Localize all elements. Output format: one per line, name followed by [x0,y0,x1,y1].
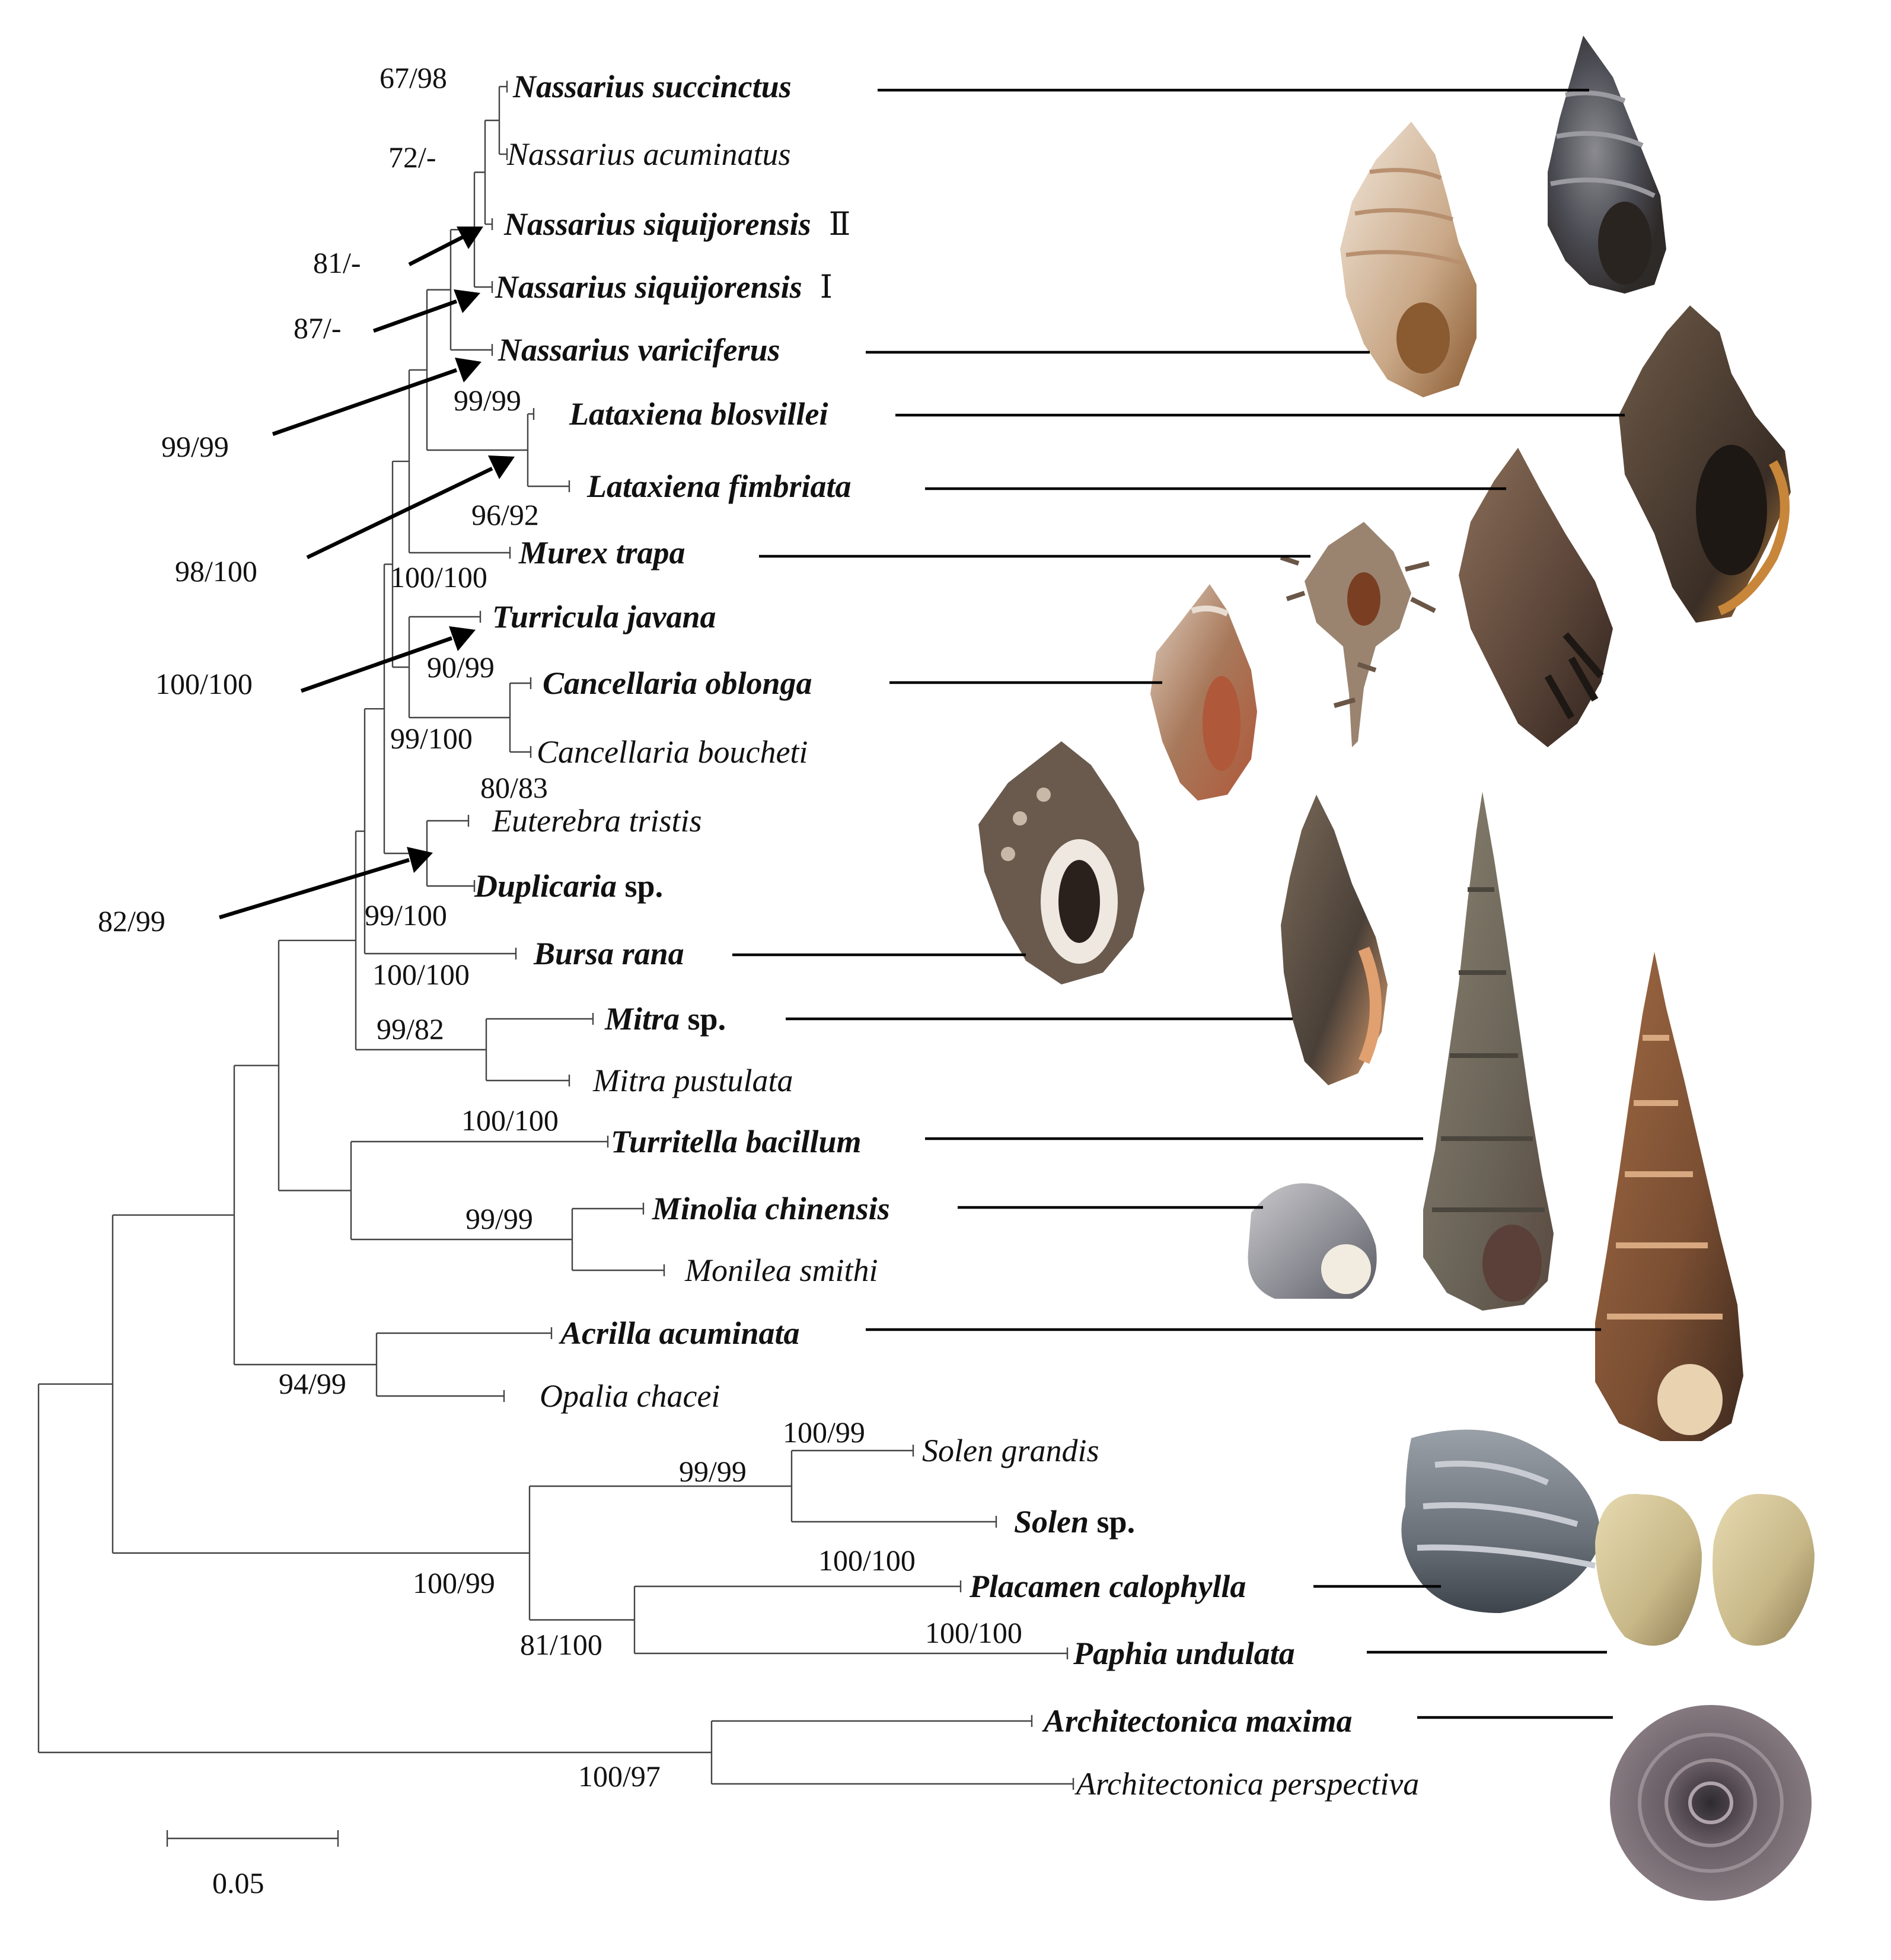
support-value: 87/- [294,311,342,345]
taxon-label: Cancellaria oblonga [543,665,812,701]
taxon-label: Turritella bacillum [611,1124,862,1159]
shell-photo-murex-trapa [1280,522,1436,747]
taxon-label: Acrilla acuminata [559,1315,800,1351]
taxon-label: Nassarius succinctus [512,69,792,104]
shell-photo-lataxiena-blosvillei [1619,305,1791,623]
arrow [300,626,476,693]
taxon-label: Cancellaria boucheti [537,734,808,770]
arrow [408,227,483,266]
taxon-label: Minolia chinensis [652,1191,890,1226]
taxon-label: Opalia chacei [540,1378,720,1414]
scale-bar-label: 0.05 [212,1866,264,1900]
support-value: 100/100 [461,1104,559,1137]
arrow [372,289,480,333]
support-value: 99/100 [390,722,473,755]
arrow [219,847,433,920]
shell-photo-architectonica-maxima [1610,1705,1812,1901]
support-value: 98/100 [175,554,257,588]
shell-photo-bursa-rana [978,741,1144,984]
shell-photo-turritella-bacillum [1423,792,1554,1311]
shell-photo-mitra-sp [1281,795,1388,1085]
taxon-label: Solen grandis [922,1433,1099,1468]
arrow [272,358,481,436]
support-value: 100/100 [925,1616,1022,1649]
support-value: 81/100 [520,1628,602,1661]
shell-photo-nassarius-succinctus [1548,36,1666,294]
support-value: 99/99 [465,1202,533,1235]
support-value: 99/82 [377,1012,444,1046]
taxon-label: Placamen calophylla [969,1569,1246,1604]
taxon-label: Monilea smithi [684,1253,878,1288]
support-value: 99/99 [161,430,229,463]
support-value: 99/100 [365,898,447,932]
taxon-label: Mitra pustulata [592,1063,793,1098]
taxon-label: Bursa rana [533,936,684,971]
taxon-label: Turricula javana [492,599,716,635]
taxon-label: Nassarius variciferus [498,332,780,368]
support-value: 100/100 [372,958,470,991]
support-value: 94/99 [279,1367,346,1400]
taxon-label: Lataxiena fimbriata [586,469,852,504]
support-value: 67/98 [380,61,447,94]
taxon-label: Architectonica perspectiva [1074,1766,1419,1802]
support-value: 99/99 [454,384,521,417]
leader-lines [732,88,1625,1719]
shell-photo-minolia-chinensis [1248,1183,1377,1299]
support-value: 90/99 [427,651,495,684]
shell-photo-placamen-calophylla [1401,1429,1601,1613]
support-value: 80/83 [480,771,548,804]
taxon-label: Nassarius acuminatus [506,136,791,172]
shell-photo-paphia-undulata [1595,1494,1815,1646]
shell-photo-nassarius-variciferus [1340,122,1477,397]
support-value: 81/- [313,246,361,279]
support-values: 67/98 72/- 81/- 87/- 99/99 99/99 96/92 98/100 10… [98,61,1022,1793]
taxon-label: Paphia undulata [1073,1636,1295,1671]
taxon-label: Mitra sp. [604,1001,726,1037]
taxon-label: Architectonica maxima [1042,1703,1353,1739]
arrow [306,455,515,559]
support-value: 100/99 [783,1416,865,1449]
scale-bar: 0.05 [166,1830,339,1900]
support-value: 100/100 [155,667,253,700]
shell-photos [978,36,1815,1901]
taxon-label: Solen sp. [1014,1504,1135,1540]
support-value: 100/100 [390,560,487,594]
support-value: 100/97 [578,1760,661,1793]
support-value: 100/99 [413,1566,495,1599]
support-value: 82/99 [98,904,165,938]
tree-branches [37,81,1074,1790]
support-value: 99/99 [679,1455,747,1488]
taxon-label: Duplicaria sp. [474,868,663,904]
shell-photo-lataxiena-fimbriata [1459,448,1613,747]
support-value: 72/- [388,141,436,174]
support-value: 96/92 [471,498,539,531]
taxon-label: Murex trapa [518,535,685,571]
shell-photo-cancellaria-oblonga [1150,584,1257,801]
taxon-label: Euterebra tristis [492,803,702,839]
annotation-arrows [219,227,515,920]
shell-photo-acrilla-acuminata [1595,952,1743,1441]
taxon-label: Lataxiena blosvillei [569,396,828,432]
support-value: 100/100 [818,1544,916,1577]
